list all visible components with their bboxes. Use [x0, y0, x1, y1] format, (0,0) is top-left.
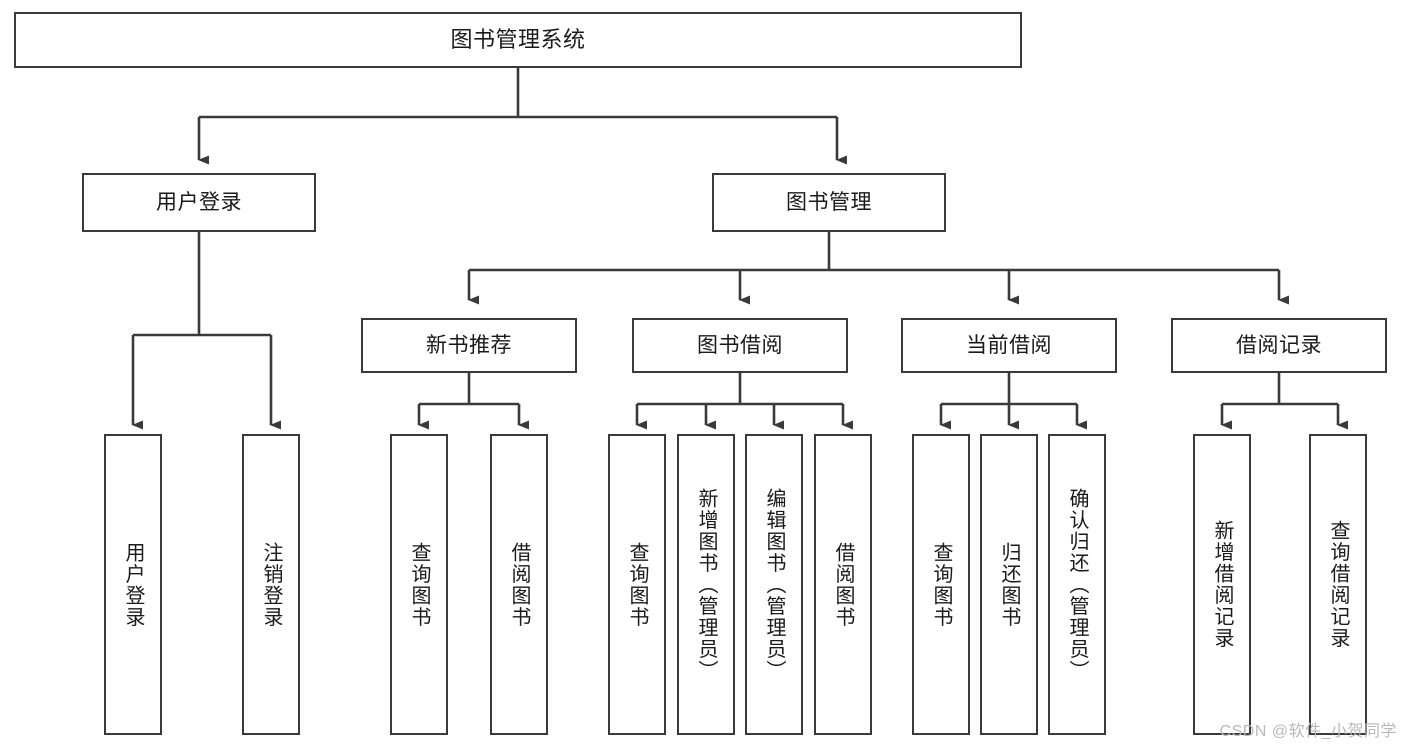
- node-label: 用户登录: [156, 190, 242, 214]
- leaf-currentborrow-confirm-return[interactable]: 确认归还（管理员）: [1048, 434, 1106, 735]
- leaf-currentborrow-query-book[interactable]: 查询图书: [912, 434, 970, 735]
- node-label: 查询图书: [408, 541, 430, 628]
- node-user-login[interactable]: 用户登录: [82, 173, 316, 232]
- edges-newbook-to-leaves: [417, 373, 529, 430]
- node-label: 归还图书: [998, 541, 1020, 628]
- csdn-watermark: CSDN @软件_小贺同学: [1219, 723, 1397, 740]
- edges-userlogin-to-leaves: [131, 232, 281, 430]
- leaf-user-login-logout[interactable]: 注销登录: [242, 434, 300, 735]
- leaf-user-login-login[interactable]: 用户登录: [104, 434, 162, 735]
- leaf-newbook-query-book[interactable]: 查询图书: [390, 434, 448, 735]
- node-current-borrow[interactable]: 当前借阅: [901, 318, 1117, 373]
- node-label: 新增图书（管理员）: [695, 487, 717, 682]
- node-label: 编辑图书（管理员）: [763, 487, 785, 682]
- node-label: 查询图书: [930, 541, 952, 628]
- edges-bookborrow-to-leaves: [635, 373, 853, 430]
- leaf-borrowrecord-add-record[interactable]: 新增借阅记录: [1193, 434, 1251, 735]
- leaf-currentborrow-return-book[interactable]: 归还图书: [980, 434, 1038, 735]
- node-label: 新增借阅记录: [1211, 520, 1233, 649]
- node-label: 新书推荐: [426, 333, 512, 357]
- node-label: 用户登录: [122, 541, 144, 628]
- leaf-bookborrow-borrow-book[interactable]: 借阅图书: [814, 434, 872, 735]
- node-label: 图书管理: [786, 190, 872, 214]
- leaf-bookborrow-query-book[interactable]: 查询图书: [608, 434, 666, 735]
- edges-bookmgmt-to-level3: [467, 232, 1289, 305]
- leaf-borrowrecord-query-record[interactable]: 查询借阅记录: [1309, 434, 1367, 735]
- node-label: 当前借阅: [966, 333, 1052, 357]
- node-book-management[interactable]: 图书管理: [712, 173, 946, 232]
- node-book-borrow[interactable]: 图书借阅: [632, 318, 848, 373]
- edges-borrowrecord-to-leaves: [1220, 373, 1348, 430]
- node-label: 图书借阅: [697, 333, 783, 357]
- node-root-system[interactable]: 图书管理系统: [14, 12, 1022, 68]
- node-label: 查询借阅记录: [1327, 520, 1349, 649]
- node-label: 借阅图书: [508, 541, 530, 628]
- leaf-bookborrow-add-book[interactable]: 新增图书（管理员）: [677, 434, 735, 735]
- node-borrow-record[interactable]: 借阅记录: [1171, 318, 1387, 373]
- edges-currentborrow-to-leaves: [939, 373, 1087, 430]
- node-label: 注销登录: [260, 541, 282, 628]
- leaf-bookborrow-edit-book[interactable]: 编辑图书（管理员）: [745, 434, 803, 735]
- node-label: 查询图书: [626, 541, 648, 628]
- leaf-newbook-borrow-book[interactable]: 借阅图书: [490, 434, 548, 735]
- node-label: 借阅图书: [832, 541, 854, 628]
- node-label: 借阅记录: [1236, 333, 1322, 357]
- node-new-book-recommend[interactable]: 新书推荐: [361, 318, 577, 373]
- node-label: 确认归还（管理员）: [1066, 487, 1088, 682]
- node-label: 图书管理系统: [450, 26, 586, 52]
- edges-root-to-level2: [197, 68, 847, 165]
